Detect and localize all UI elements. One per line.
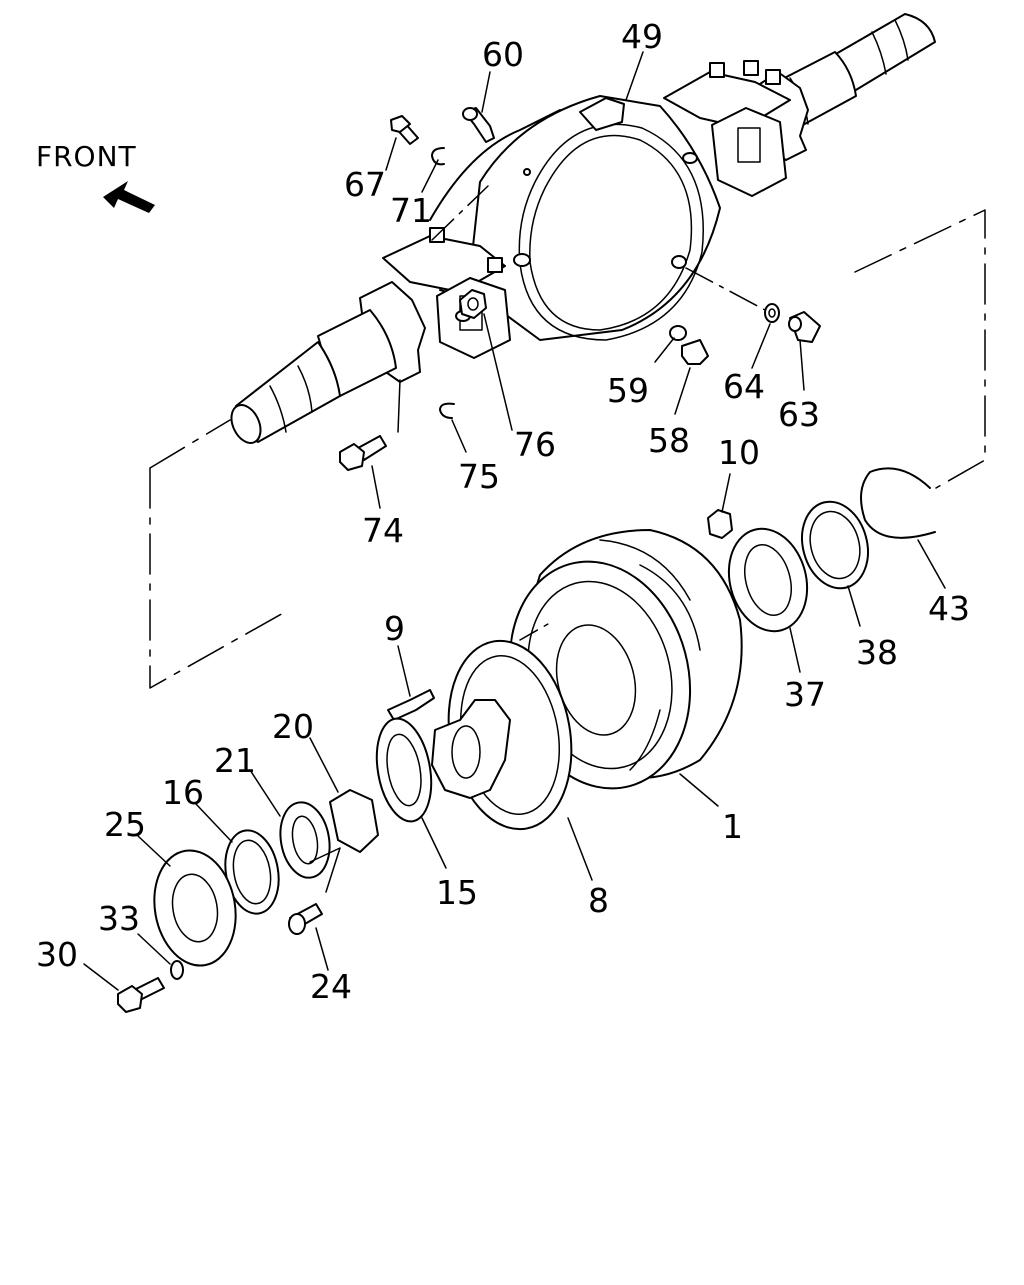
callout-25: 25 [104, 805, 146, 844]
callout-15: 15 [436, 873, 478, 912]
hub-drum-assembly [117, 467, 936, 1013]
plug-58 [681, 339, 709, 365]
callout-labels: 60 49 67 71 59 64 63 58 76 75 74 10 43 3… [36, 17, 970, 1006]
callout-59: 59 [607, 371, 649, 410]
retainer-21 [279, 801, 331, 879]
callout-74: 74 [362, 511, 404, 550]
callout-24: 24 [310, 967, 352, 1006]
differential-housing [469, 95, 721, 341]
snap-ring-43 [860, 467, 936, 539]
callout-20: 20 [272, 707, 314, 746]
snap-ring-75 [439, 402, 455, 419]
callout-75: 75 [458, 457, 500, 496]
callout-64: 64 [723, 367, 765, 406]
hub-spline-boss [431, 699, 511, 799]
snap-ring-71 [431, 147, 445, 166]
nut-10 [707, 509, 733, 539]
seal-plate-20 [329, 789, 379, 853]
callout-21: 21 [214, 741, 256, 780]
callout-58: 58 [648, 421, 690, 460]
o-ring-59 [669, 325, 687, 341]
callout-1: 1 [722, 807, 743, 846]
drain-port [671, 255, 687, 269]
front-label: FRONT [36, 140, 137, 173]
callout-49: 49 [621, 17, 663, 56]
housing-hardware [339, 107, 821, 471]
callout-9: 9 [384, 609, 405, 648]
bearing-15 [375, 717, 433, 823]
callout-16: 16 [162, 773, 204, 812]
callout-37: 37 [784, 675, 826, 714]
callout-8: 8 [588, 881, 609, 920]
callout-30: 30 [36, 935, 78, 974]
callout-43: 43 [928, 589, 970, 628]
stud-9 [387, 689, 435, 721]
front-indicator: FRONT [36, 140, 155, 213]
bracket-49 [579, 97, 625, 131]
nut-76 [459, 289, 487, 319]
right-seat-block [711, 107, 787, 197]
washer-64 [764, 303, 780, 323]
axle-housing [230, 13, 936, 444]
spindle-end [230, 404, 262, 444]
callout-71: 71 [390, 191, 432, 230]
callout-60: 60 [482, 35, 524, 74]
callout-67: 67 [344, 165, 386, 204]
cover-25 [153, 849, 237, 967]
callout-38: 38 [856, 633, 898, 672]
callout-10: 10 [718, 433, 760, 472]
callout-63: 63 [778, 395, 820, 434]
front-arrow-icon [103, 181, 155, 213]
callout-33: 33 [98, 899, 140, 938]
washer-33 [170, 960, 184, 980]
callout-76: 76 [514, 425, 556, 464]
leader-lines [83, 51, 986, 991]
